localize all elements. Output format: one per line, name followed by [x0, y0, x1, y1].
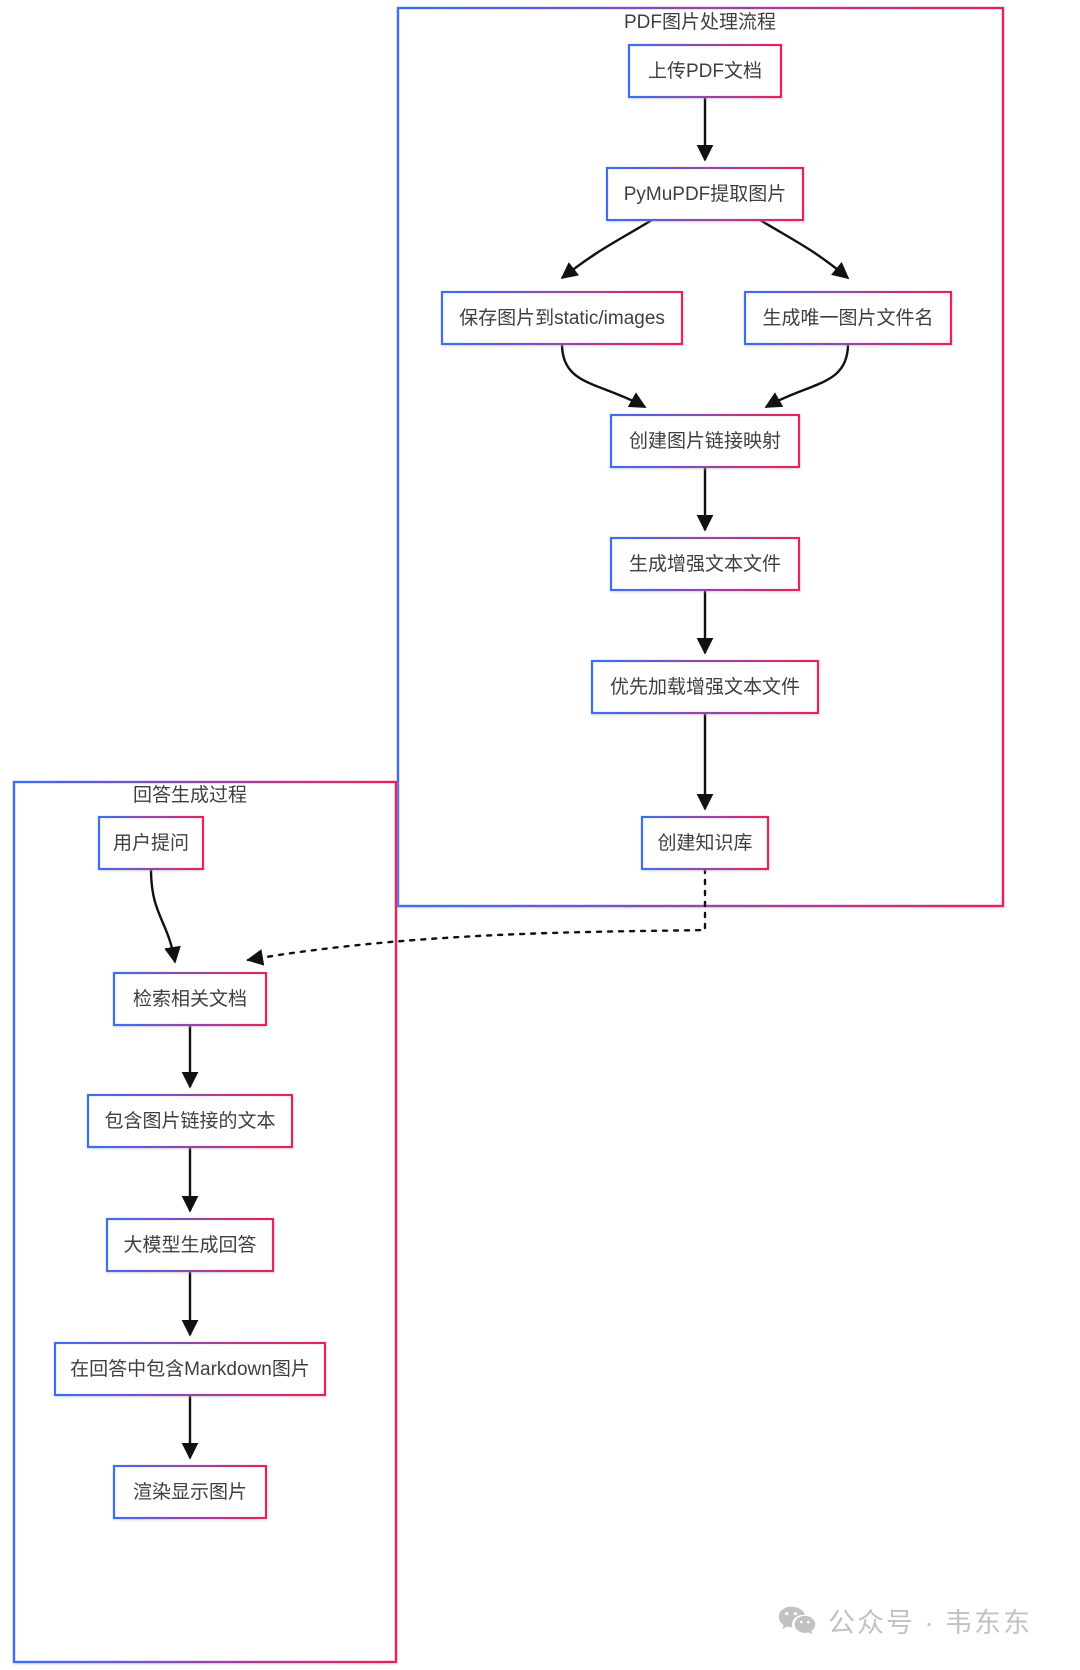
- edge-unique-name-to-mapping: [764, 343, 850, 409]
- node-text-with-image-links-label: 包含图片链接的文本: [104, 1110, 275, 1132]
- node-user-question-box[interactable]: [97, 815, 205, 871]
- node-upload-pdf-box[interactable]: [627, 43, 783, 99]
- node-save-images-box[interactable]: [440, 290, 684, 346]
- node-unique-filename-label: 生成唯一图片文件名: [762, 307, 933, 329]
- node-pymupdf-extract-box[interactable]: [605, 166, 805, 222]
- edge-pymupdf-to-save: [560, 218, 653, 280]
- node-generate-enhanced-text-box[interactable]: [609, 536, 801, 592]
- node-priority-load-enhanced-text-box[interactable]: [590, 659, 820, 715]
- node-retrieve-documents-label: 检索相关文档: [133, 988, 247, 1010]
- node-create-image-link-map-label: 创建图片链接映射: [629, 430, 781, 452]
- node-save-images-label: 保存图片到static/images: [459, 307, 665, 329]
- node-retrieve-documents-box[interactable]: [112, 971, 268, 1027]
- node-pymupdf-extract-label: PyMuPDF提取图片: [624, 183, 787, 205]
- wechat-icon: [778, 1606, 816, 1634]
- watermark: 公众号 · 韦东东: [778, 1601, 1032, 1640]
- node-text-with-image-links[interactable]: 包含图片链接的文本: [86, 1093, 294, 1149]
- edge-save-to-mapping: [560, 343, 647, 409]
- edge-question-to-retrieve: [149, 868, 181, 964]
- node-include-markdown-images[interactable]: 在回答中包含Markdown图片: [53, 1341, 327, 1397]
- node-unique-filename-box[interactable]: [743, 290, 953, 346]
- cluster-pdf-flow-title: PDF图片处理流程: [624, 11, 776, 33]
- node-include-markdown-images-label: 在回答中包含Markdown图片: [70, 1358, 310, 1380]
- node-create-image-link-map-box[interactable]: [609, 413, 801, 469]
- node-generate-enhanced-text[interactable]: 生成增强文本文件: [609, 536, 801, 592]
- node-pymupdf-extract[interactable]: PyMuPDF提取图片: [605, 166, 805, 222]
- edge-pymupdf-to-unique-name: [759, 218, 850, 280]
- node-user-question[interactable]: 用户提问: [97, 815, 205, 871]
- node-retrieve-documents[interactable]: 检索相关文档: [112, 971, 268, 1027]
- node-create-knowledge-base-label: 创建知识库: [657, 832, 752, 854]
- node-upload-pdf-label: 上传PDF文档: [648, 60, 762, 82]
- node-llm-generate-answer-label: 大模型生成回答: [123, 1234, 256, 1256]
- node-user-question-label: 用户提问: [113, 832, 189, 854]
- node-generate-enhanced-text-label: 生成增强文本文件: [629, 553, 781, 575]
- node-save-images[interactable]: 保存图片到static/images: [440, 290, 684, 346]
- node-create-knowledge-base[interactable]: 创建知识库: [640, 815, 770, 871]
- node-create-knowledge-base-box[interactable]: [640, 815, 770, 871]
- node-unique-filename[interactable]: 生成唯一图片文件名: [743, 290, 953, 346]
- cluster-answer-flow-title: 回答生成过程: [133, 784, 247, 806]
- node-render-images-box[interactable]: [112, 1464, 268, 1520]
- node-text-with-image-links-box[interactable]: [86, 1093, 294, 1149]
- node-llm-generate-answer[interactable]: 大模型生成回答: [105, 1217, 275, 1273]
- node-upload-pdf[interactable]: 上传PDF文档: [627, 43, 783, 99]
- watermark-text: 公众号 · 韦东东: [828, 1608, 1032, 1638]
- edge-knowledge-base-to-retrieve-dashed: [246, 867, 707, 966]
- node-priority-load-enhanced-text[interactable]: 优先加载增强文本文件: [590, 659, 820, 715]
- edge-group-cross: [246, 867, 707, 966]
- node-llm-generate-answer-box[interactable]: [105, 1217, 275, 1273]
- edge-group-pdf: [560, 97, 850, 811]
- node-include-markdown-images-box[interactable]: [53, 1341, 327, 1397]
- node-create-image-link-map[interactable]: 创建图片链接映射: [609, 413, 801, 469]
- edge-group-answer: [149, 868, 199, 1460]
- node-render-images[interactable]: 渲染显示图片: [112, 1464, 268, 1520]
- node-render-images-label: 渲染显示图片: [133, 1481, 247, 1503]
- node-priority-load-enhanced-text-label: 优先加载增强文本文件: [610, 676, 800, 698]
